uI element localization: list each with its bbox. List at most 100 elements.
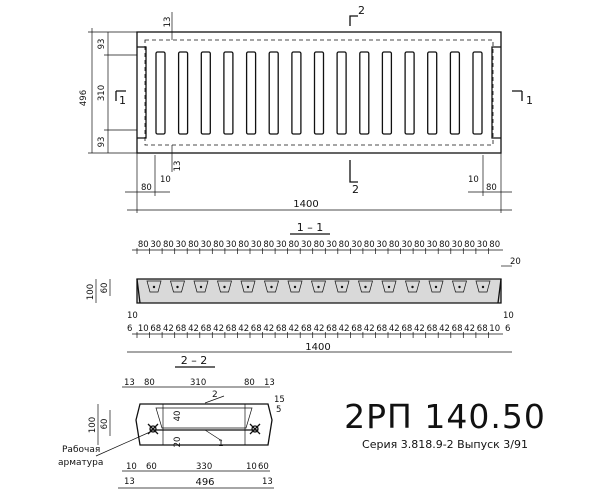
section-1-1-dim-label: 68 <box>276 324 287 334</box>
section-1-1-recess <box>311 280 326 293</box>
section-1-1-side-right: 20 <box>510 257 521 267</box>
section-1-1-dim-label: 68 <box>427 324 438 334</box>
section-2-marker-top <box>349 15 358 26</box>
plan-dim-top: 93 <box>97 39 107 50</box>
plan-dim-bottom: 93 <box>97 137 107 148</box>
section-1-marker-right <box>512 90 523 101</box>
title-block: 2РП 140.50 Серия 3.818.9-2 Выпуск 3/91 <box>300 397 590 452</box>
plan-dim-lug-bottom: 13 <box>173 161 183 172</box>
section-1-1-dim-label: 42 <box>163 324 174 334</box>
plan-slot <box>177 51 189 135</box>
section-1-1-dim-label: 30 <box>201 240 212 250</box>
plan-slot <box>359 51 370 135</box>
section-1-1-dim-label: 80 <box>138 240 149 250</box>
section-1-1-dim-label: 42 <box>389 324 400 334</box>
section-1-1-dim-label: 42 <box>439 324 450 334</box>
section-1-1-ribs <box>146 280 491 293</box>
section-1-1-recess <box>334 280 350 293</box>
plan-slot <box>381 51 393 135</box>
section-1-1-dim-label: 42 <box>238 324 249 334</box>
section-1-1-dim-label: 30 <box>351 240 362 250</box>
plan-slot <box>200 51 211 135</box>
plan-slot <box>155 51 166 135</box>
section-1-1-recess <box>264 280 279 293</box>
section-1-1-dim-label: 30 <box>326 240 337 250</box>
s22-dim-bottom-60-right: 60 <box>258 462 269 472</box>
s22-dim-bottom-10-left: 10 <box>126 462 137 472</box>
section-1-1-dim-label: 68 <box>301 324 312 334</box>
s22-dim-top-80-right: 80 <box>244 378 255 388</box>
section-1-1-bottom-right: 10 <box>503 311 514 321</box>
plan-view: 496 93 310 93 13 2 2 1 1 13 80 10 10 80 … <box>79 4 533 213</box>
section-1-1-dim-label: 68 <box>351 324 362 334</box>
section-1-1-dim-label: 30 <box>150 240 161 250</box>
section-1-1-recess <box>475 280 491 293</box>
plan-dim-right-gap: 10 <box>468 175 479 185</box>
s22-rebar-label-2: арматура <box>58 458 103 468</box>
section-1-1-dim-label: 42 <box>364 324 375 334</box>
section-1-1-bottom-left-2: 6 <box>127 324 132 334</box>
plan-slot <box>223 51 234 135</box>
section-1-1-side-left-inner: 60 <box>100 283 110 294</box>
section-1-1-side-left-outer: 100 <box>86 284 96 300</box>
section-1-1-dim-label: 30 <box>401 240 412 250</box>
section-1-1-dim-label: 80 <box>464 240 475 250</box>
section-1-1-dim-label: 42 <box>213 324 224 334</box>
s22-dim-bottom-330: 330 <box>196 462 212 472</box>
s22-rebar-label-1: Рабочая <box>62 445 100 455</box>
s22-dim-side-100: 100 <box>88 417 98 433</box>
s22-dim-bottom-60: 60 <box>146 462 157 472</box>
plan-plate-outline <box>136 31 502 154</box>
section-1-1-dim-label: 80 <box>263 240 274 250</box>
plan-dim-right-offset: 80 <box>486 183 497 193</box>
s22-dim-bottom-13-left: 13 <box>124 477 135 487</box>
section-1-1-dim-label: 80 <box>314 240 325 250</box>
section-1-1-dim-label: 80 <box>213 240 224 250</box>
plan-slot <box>245 51 257 135</box>
s22-dim-40: 40 <box>173 411 183 422</box>
section-1-1-dim-label: 30 <box>226 240 237 250</box>
section-1-1-dim-label: 80 <box>339 240 350 250</box>
section-1-1-recess <box>217 280 232 293</box>
section-1-1-dim-label: 68 <box>226 324 237 334</box>
s22-dim-side-60: 60 <box>100 419 110 430</box>
plan-dim-left-offset: 80 <box>141 183 152 193</box>
rebar-left <box>149 425 157 433</box>
s22-dim-5: 5 <box>276 405 281 415</box>
plan-dim-total-length: 1400 <box>293 199 318 210</box>
section-1-1-bottom-left: 10 <box>127 311 138 321</box>
plan-slot <box>336 51 347 135</box>
s22-dim-bottom-10-right: 10 <box>246 462 257 472</box>
section-1-1-recess <box>358 280 373 293</box>
plan-slots <box>155 51 483 135</box>
section-1-1-recess <box>381 280 397 293</box>
section-1-1-dim-label: 10 <box>489 324 500 334</box>
rebar-right <box>251 425 259 433</box>
plan-slot <box>268 51 279 135</box>
section-1-1-dim-label: 80 <box>288 240 299 250</box>
plan-dim-middle: 310 <box>97 85 107 101</box>
section-1-1-recess <box>240 280 256 293</box>
section-1-1-dim-label: 68 <box>452 324 463 334</box>
section-1-1-dim-label: 68 <box>401 324 412 334</box>
s22-dim-top-310: 310 <box>190 378 206 388</box>
section-2-2: 2 – 2 13 80 310 80 13 100 60 40 20 15 5 … <box>58 354 285 489</box>
section-1-1-dim-label: 30 <box>452 240 463 250</box>
section-1-1-bottom-right-2: 6 <box>505 324 510 334</box>
plan-slot <box>404 51 415 135</box>
section-1-1-dim-label: 68 <box>201 324 212 334</box>
section-1-1-recess <box>428 280 444 293</box>
s22-body <box>135 403 273 446</box>
plan-section-1-right: 1 <box>526 94 533 107</box>
s22-callout-2: 2 <box>212 390 218 400</box>
plan-section-1-left: 1 <box>119 94 126 107</box>
product-mark: 2РП 140.50 <box>344 397 546 436</box>
section-1-1-dim-label: 68 <box>175 324 186 334</box>
plan-dim-left-gap: 10 <box>160 175 171 185</box>
section-1-1-dim-label: 42 <box>464 324 475 334</box>
section-1-1-dim-label: 68 <box>150 324 161 334</box>
plan-dim-total-height: 496 <box>79 90 89 106</box>
